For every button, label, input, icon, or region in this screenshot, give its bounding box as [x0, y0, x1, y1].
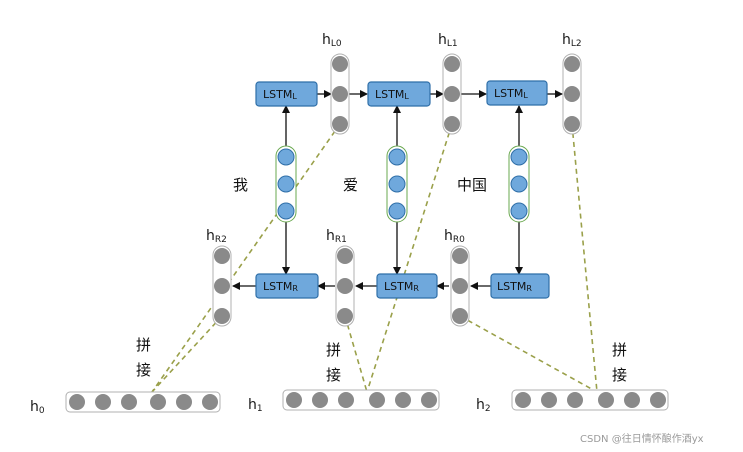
backward-state-label: hR0 [444, 228, 465, 245]
lstm-backward-label: LSTMR [263, 280, 298, 293]
concat-label-char: 拼 [136, 336, 151, 354]
forward-lstm-cells: LSTML LSTML LSTML [255, 80, 548, 107]
word-label: 爱 [343, 176, 358, 194]
forward-state-column [330, 53, 350, 135]
forward-state-label: hL0 [322, 32, 342, 49]
backward-state-label: hR2 [206, 228, 227, 245]
lstm-backward-cell [490, 273, 550, 299]
lstm-forward-label: LSTML [263, 88, 297, 101]
embedding-column [508, 145, 530, 223]
backward-state-label: hR1 [326, 228, 347, 245]
concat-line [571, 123, 598, 393]
output-label: h1 [248, 397, 263, 414]
backward-lstm-cells: LSTMR LSTMR LSTMR [255, 273, 550, 299]
output-vector [511, 389, 669, 411]
concat-line [151, 123, 341, 393]
output-vectors [65, 389, 669, 413]
forward-state-column [562, 53, 582, 135]
backward-state-column [335, 245, 355, 327]
lstm-backward-cell [376, 273, 438, 299]
forward-state-label: hL1 [438, 32, 458, 49]
concat-lines [151, 123, 598, 393]
concat-label-char: 拼 [326, 341, 341, 359]
word-label: 我 [233, 176, 248, 194]
lstm-forward-label: LSTML [375, 88, 409, 101]
concat-label-char: 拼 [612, 341, 627, 359]
word-embeddings [275, 145, 530, 223]
embedding-column [275, 145, 297, 223]
concat-line [366, 123, 453, 393]
watermark: CSDN @往日情怀酿作酒yx [580, 432, 704, 445]
lstm-backward-label: LSTMR [384, 280, 419, 293]
output-label: h0 [30, 399, 45, 416]
lstm-forward-cell [367, 81, 431, 107]
concat-labels: 拼 接 拼 接 拼 接 [136, 336, 627, 384]
lstm-backward-label: LSTMR [497, 280, 532, 293]
output-vector [65, 391, 221, 413]
output-vector [282, 389, 440, 411]
word-label: 中国 [457, 176, 487, 194]
forward-states [330, 53, 582, 135]
concat-label-char: 接 [326, 366, 341, 384]
concat-line [459, 315, 598, 393]
concat-label-char: 接 [612, 366, 627, 384]
backward-state-column [450, 245, 470, 327]
backward-states [212, 245, 470, 327]
concat-line [344, 315, 368, 393]
backward-state-column [212, 245, 232, 327]
forward-state-label: hL2 [562, 32, 582, 49]
lstm-forward-cell [255, 81, 318, 107]
forward-state-column [442, 53, 462, 135]
embedding-column [386, 145, 408, 223]
lstm-forward-cell [486, 80, 548, 106]
arrows [232, 90, 563, 290]
lstm-forward-label: LSTML [494, 87, 528, 100]
lstm-backward-cell [255, 273, 319, 299]
concat-label-char: 接 [136, 361, 151, 379]
concat-line [151, 315, 223, 393]
output-label: h2 [476, 397, 491, 414]
